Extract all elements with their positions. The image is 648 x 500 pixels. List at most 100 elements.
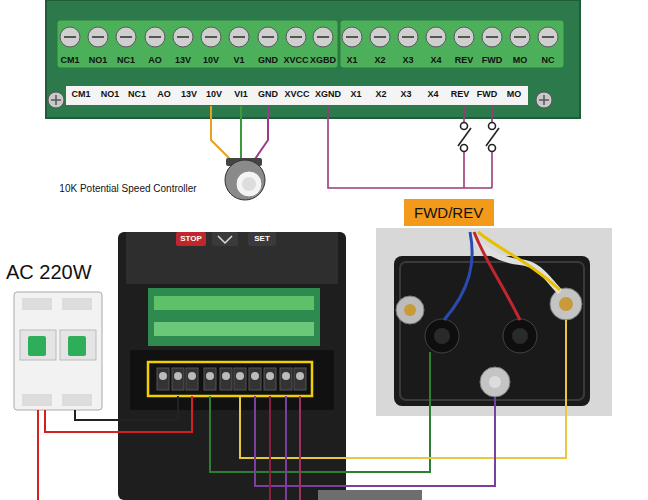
motor-terminal-photo [396, 296, 424, 324]
switch-wiring [491, 106, 493, 122]
motor-terminal-photo [480, 367, 510, 397]
motor-terminal-photo [559, 297, 573, 311]
terminal-screws [120, 36, 132, 38]
vfd-terminals [282, 372, 290, 380]
vfd-housing [176, 232, 206, 246]
power-wires [75, 396, 178, 420]
vfd-housing [154, 322, 314, 336]
silkscreen-label: 10V [206, 90, 222, 99]
terminal-label: CM1 [60, 56, 79, 65]
vfd-terminals [296, 372, 304, 380]
terminal-screws [458, 36, 470, 38]
control-board [46, 0, 580, 118]
power-wires [38, 320, 566, 500]
power-wires [269, 396, 271, 500]
circuit-breaker [28, 336, 46, 356]
supply-label: AC 220W [6, 262, 92, 282]
circuit-breaker [14, 292, 102, 410]
terminal-screws [402, 36, 414, 38]
switch-symbol [458, 123, 499, 152]
control-board [46, 0, 580, 118]
circuit-breaker [62, 298, 92, 310]
terminal-label: XGBD [310, 56, 336, 65]
part-label: 10K Potential Speed Controller [59, 184, 196, 194]
terminal-screws [64, 36, 76, 38]
terminal-label: X3 [402, 56, 413, 65]
vfd-terminals [280, 368, 292, 390]
silkscreen-label: REV [451, 90, 470, 99]
motor-terminal-photo [512, 328, 528, 344]
switch-symbol [461, 145, 468, 152]
terminal-label: XVCC [283, 56, 308, 65]
tag-text: FWD/REV [414, 204, 484, 221]
motor-terminal-photo [503, 319, 537, 353]
terminal-screws [346, 36, 358, 38]
motor-terminal-photo [434, 328, 450, 344]
motor-terminal-photo [444, 232, 472, 320]
motor-terminal-photo [394, 256, 590, 406]
terminal-screws [426, 27, 446, 47]
motor-terminal-photo [400, 262, 584, 400]
vfd-terminals [159, 372, 167, 380]
vfd-terminals [206, 372, 214, 380]
motor-terminal-photo [376, 228, 612, 416]
silkscreen-label: X4 [427, 90, 438, 99]
vfd-housing [130, 350, 334, 410]
switch-wiring [491, 152, 493, 188]
power-wires [285, 396, 287, 500]
terminal-screws [88, 27, 108, 47]
terminal-screws [290, 36, 302, 38]
circuit-breaker [68, 336, 86, 356]
title-tag: FWD/REV [404, 199, 494, 226]
control-board [66, 86, 528, 105]
terminal-label: NC1 [117, 56, 135, 65]
terminal-screws [233, 36, 245, 38]
terminal-screws [116, 27, 136, 47]
power-wires [37, 410, 39, 500]
motor-terminal-photo [550, 288, 582, 320]
motor-terminal-photo [489, 376, 501, 388]
vfd-housing [212, 232, 238, 246]
silkscreen-label: CM1 [71, 90, 90, 99]
silkscreen-label: GND [258, 90, 278, 99]
terminal-screws [317, 36, 329, 38]
control-board [48, 92, 64, 108]
terminal-label: NC [542, 56, 555, 65]
terminal-screws [92, 36, 104, 38]
terminal-label: X2 [374, 56, 385, 65]
motor-housing-edge [318, 490, 422, 500]
motor-terminal-photo [470, 232, 560, 292]
silkscreen-label: XVCC [284, 90, 309, 99]
silkscreen-label: X1 [350, 90, 361, 99]
control-board [51, 95, 61, 105]
terminal-label: 13V [175, 56, 191, 65]
terminal-screws [538, 27, 558, 47]
power-wires [210, 352, 430, 472]
key-label: SET [254, 235, 270, 243]
circuit-breaker [20, 330, 56, 360]
terminal-screws [510, 27, 530, 47]
terminal-screws [454, 27, 474, 47]
vfd-terminals [234, 368, 246, 390]
terminal-label: 10V [203, 56, 219, 65]
motor-terminal-photo [478, 232, 560, 290]
terminal-label: AO [148, 56, 162, 65]
control-board [539, 95, 549, 105]
control-board [46, 0, 580, 118]
vfd-housing [126, 232, 338, 284]
switch-symbol [489, 145, 496, 152]
vfd-terminals [249, 368, 261, 390]
terminal-screws [482, 27, 502, 47]
vfd-terminals [188, 372, 196, 380]
terminal-label: V1 [233, 56, 244, 65]
motor-terminal-photo [404, 304, 416, 316]
control-board [57, 20, 338, 68]
switch-wiring [463, 152, 465, 188]
vfd-housing [148, 288, 320, 346]
terminal-screws [258, 27, 278, 47]
terminal-label: GND [258, 56, 278, 65]
vfd-housing [148, 362, 312, 396]
switch-symbol [489, 123, 496, 130]
potentiometer-wires [240, 106, 242, 160]
